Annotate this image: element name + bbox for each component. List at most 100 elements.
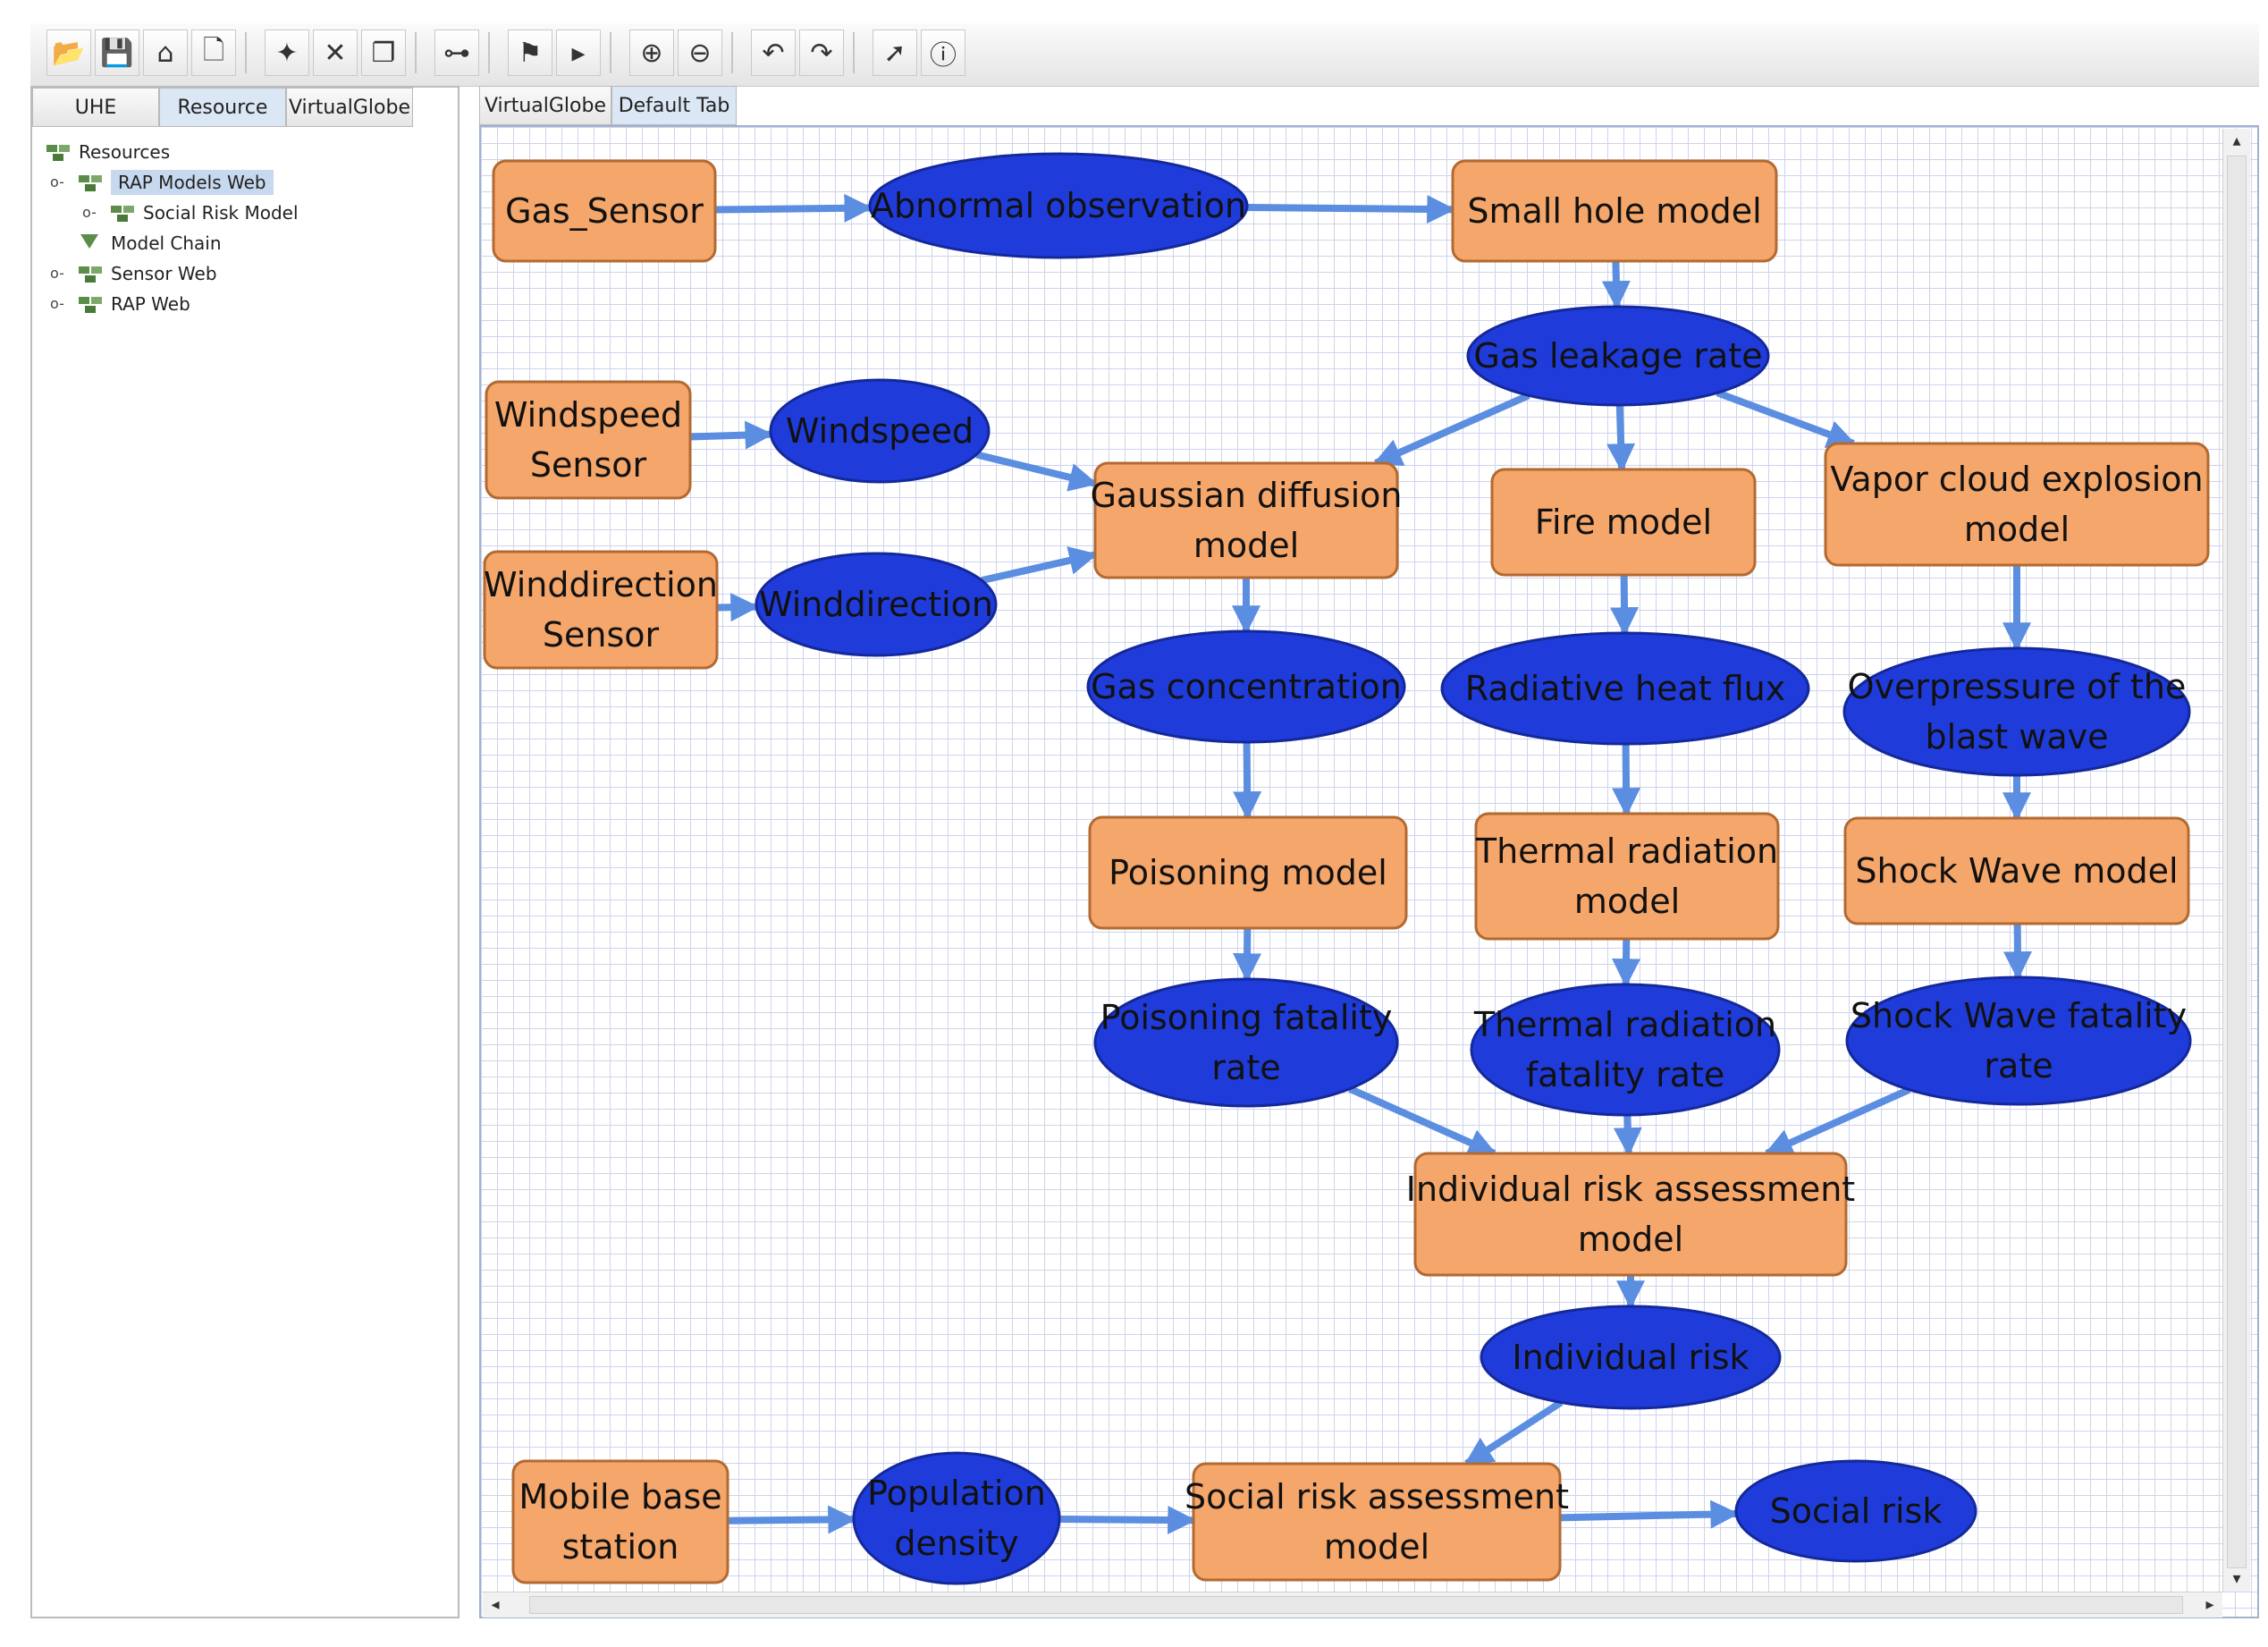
tree-item-model-chain[interactable]: Model Chain xyxy=(77,229,222,258)
edge-thermal-to-therm_fat[interactable] xyxy=(1612,938,1641,988)
info-icon: ⓘ xyxy=(930,40,957,72)
horizontal-scrollbar[interactable]: ◂ ▸ xyxy=(483,1592,2222,1617)
data-node-soc-risk[interactable]: Social risk xyxy=(1734,1459,1977,1563)
edge-sra-to-soc_risk[interactable] xyxy=(1559,1499,1740,1529)
delete-icon: ✕ xyxy=(324,37,347,69)
tree-item-label: Sensor Web xyxy=(111,263,217,284)
scroll-left-icon[interactable]: ◂ xyxy=(491,1595,500,1614)
model-chain-canvas[interactable]: Gas_Sensor Abnormal observation Small hole… xyxy=(479,125,2259,1618)
tree-item-label: RAP Models Web xyxy=(111,170,274,195)
add-node-button[interactable]: ✦ xyxy=(265,30,309,76)
info-button[interactable]: ⓘ xyxy=(921,30,965,76)
data-node-ind-risk[interactable]: Individual risk xyxy=(1480,1305,1782,1410)
tree-expander-icon[interactable]: o- xyxy=(50,173,64,190)
node-label: Radiative heat flux xyxy=(1465,669,1785,708)
tree-item-social-risk-model[interactable]: Social Risk Model xyxy=(109,198,299,227)
run-model-button[interactable]: ⚑ xyxy=(508,30,552,76)
open-folder-icon: 📂 xyxy=(52,37,86,69)
undo-button[interactable]: ↶ xyxy=(751,30,796,76)
tree-item-sensor-web[interactable]: Sensor Web xyxy=(77,259,217,288)
node-label: model xyxy=(1578,1220,1683,1259)
edge-shock-to-shock_fat[interactable] xyxy=(2002,923,2032,981)
tree-expander-icon[interactable]: o- xyxy=(50,295,64,312)
zoom-out-button[interactable]: ⊖ xyxy=(678,30,722,76)
vertical-scrollbar[interactable]: ▴ ▾ xyxy=(2222,129,2250,1592)
copy-button[interactable]: ❐ xyxy=(361,30,406,76)
node-label: Social risk xyxy=(1770,1491,1943,1531)
scroll-right-icon[interactable]: ▸ xyxy=(2205,1595,2214,1614)
zoom-in-button[interactable]: ⊕ xyxy=(629,30,674,76)
edge-rad_heat-to-thermal[interactable] xyxy=(1612,743,1641,817)
tab-virtualglobe-left[interactable]: VirtualGlobe xyxy=(286,88,413,127)
select-pointer-button[interactable]: ➚ xyxy=(873,30,917,76)
edge-windspeed-to-gaussian[interactable] xyxy=(975,451,1099,492)
horizontal-scroll-thumb[interactable] xyxy=(529,1596,2183,1614)
edge-therm_fat-to-ira[interactable] xyxy=(1613,1114,1642,1157)
tree-item-resources[interactable]: Resources xyxy=(45,138,170,166)
edge-mobile-to-pop[interactable] xyxy=(727,1505,857,1534)
tab-resource[interactable]: Resource xyxy=(159,88,286,127)
edge-gas_leak-to-fire[interactable] xyxy=(1606,404,1636,473)
process-node-small-hole[interactable]: Small hole model xyxy=(1451,159,1778,263)
data-node-gas-leak[interactable]: Gas leakage rate xyxy=(1466,305,1770,407)
edge-abnormal_obs-to-small_hole[interactable] xyxy=(1246,194,1456,224)
edge-windspeed_sensor-to-windspeed[interactable] xyxy=(689,420,774,450)
tab-default[interactable]: Default Tab xyxy=(611,86,737,125)
scroll-up-icon[interactable]: ▴ xyxy=(2232,131,2241,150)
edge-ind_risk-to-sra[interactable] xyxy=(1463,1399,1564,1467)
tree-item-rap-web[interactable]: RAP Web xyxy=(77,290,190,318)
process-node-gas-sensor[interactable]: Gas_Sensor xyxy=(492,159,717,263)
edge-gas_conc-to-poisoning[interactable] xyxy=(1233,741,1262,821)
edge-poisoning-to-pois_fat[interactable] xyxy=(1233,927,1262,983)
process-node-shock[interactable]: Shock Wave model xyxy=(1843,816,2190,925)
edge-gas_sensor-to-abnormal_obs[interactable] xyxy=(714,193,873,223)
home-button[interactable]: ⌂ xyxy=(143,30,188,76)
edge-pop-to-sra[interactable] xyxy=(1058,1506,1197,1535)
edge-small_hole-to-gas_leak[interactable] xyxy=(1601,260,1631,310)
edge-fire-to-rad_heat[interactable] xyxy=(1610,574,1640,637)
step-button[interactable]: ▸ xyxy=(556,30,601,76)
data-node-gas-conc[interactable]: Gas concentration xyxy=(1086,629,1406,744)
process-node-fire[interactable]: Fire model xyxy=(1490,468,1757,577)
edge-gas_leak-to-vapor[interactable] xyxy=(1716,389,1857,448)
edge-pois_fat-to-ira[interactable] xyxy=(1348,1085,1497,1157)
edge-winddir_sensor-to-winddir[interactable] xyxy=(716,593,760,622)
data-node-rad-heat[interactable]: Radiative heat flux xyxy=(1440,631,1810,746)
new-document-button[interactable]: 🗋 xyxy=(191,30,236,76)
vertical-scroll-thumb[interactable] xyxy=(2227,156,2247,1568)
edge-winddir-to-gaussian[interactable] xyxy=(981,546,1099,585)
save-button[interactable]: 💾 xyxy=(95,30,139,76)
tree-expander-icon[interactable]: o- xyxy=(82,204,97,221)
data-node-abnormal-obs[interactable]: Abnormal observation xyxy=(868,152,1249,259)
tab-virtualglobe[interactable]: VirtualGlobe xyxy=(479,86,611,125)
delete-button[interactable]: ✕ xyxy=(313,30,358,76)
tab-uhe[interactable]: UHE xyxy=(32,88,159,127)
redo-button[interactable]: ↷ xyxy=(799,30,844,76)
connect-button[interactable]: ⊶ xyxy=(434,30,479,76)
tree-expander-icon[interactable]: o- xyxy=(50,265,64,282)
tree-item-rap-models-web[interactable]: RAP Models Web xyxy=(77,168,274,197)
edge-gas_leak-to-gaussian[interactable] xyxy=(1372,392,1530,467)
process-node-poisoning[interactable]: Poisoning model xyxy=(1088,815,1408,930)
toolbar-separator xyxy=(488,32,490,73)
open-folder-button[interactable]: 📂 xyxy=(46,30,91,76)
data-node-windspeed[interactable]: Windspeed xyxy=(769,378,991,484)
edge-shock_fat-to-ira[interactable] xyxy=(1764,1086,1911,1157)
data-node-winddir[interactable]: Winddirection xyxy=(755,552,998,657)
node-shape xyxy=(1470,983,1781,1117)
node-label: Gas concentration xyxy=(1091,667,1402,706)
scroll-down-icon[interactable]: ▾ xyxy=(2232,1569,2241,1588)
